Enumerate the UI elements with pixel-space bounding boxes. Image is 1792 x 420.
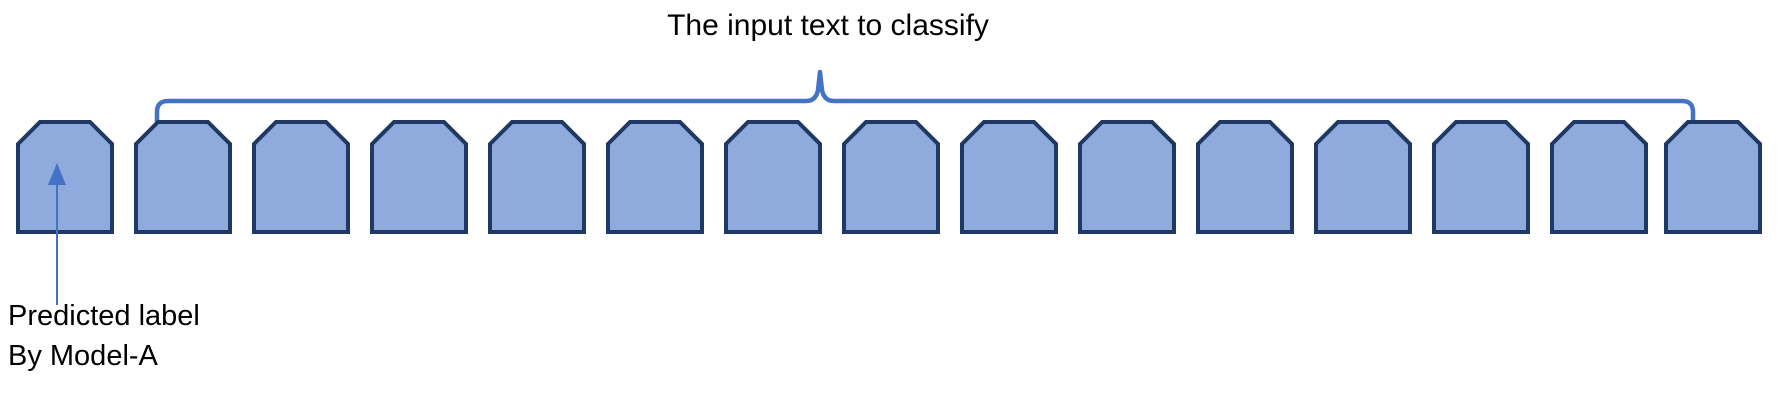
predicted-label-line-2: By Model-A <box>8 340 159 372</box>
token-sequence <box>16 120 1762 234</box>
token-box-4[interactable] <box>370 120 468 234</box>
token-box-13[interactable] <box>1432 120 1530 234</box>
token-box-10[interactable] <box>1078 120 1176 234</box>
token-box-15[interactable] <box>1664 120 1762 234</box>
pointer-arrowhead-icon <box>48 163 66 185</box>
token-box-12[interactable] <box>1314 120 1412 234</box>
token-box-14[interactable] <box>1550 120 1648 234</box>
token-box-7[interactable] <box>724 120 822 234</box>
token-box-8[interactable] <box>842 120 940 234</box>
input-span-brace <box>154 69 1696 134</box>
predicted-label-line-1: Predicted label <box>8 300 200 332</box>
predicted-label-pointer <box>48 163 66 305</box>
token-box-5[interactable] <box>488 120 586 234</box>
token-box-2[interactable] <box>134 120 232 234</box>
token-box-6[interactable] <box>606 120 704 234</box>
token-box-3[interactable] <box>252 120 350 234</box>
token-box-11[interactable] <box>1196 120 1294 234</box>
brace-path <box>154 69 1696 134</box>
brace-label: The input text to classify <box>667 9 989 42</box>
token-box-1[interactable] <box>16 120 114 234</box>
token-box-9[interactable] <box>960 120 1058 234</box>
